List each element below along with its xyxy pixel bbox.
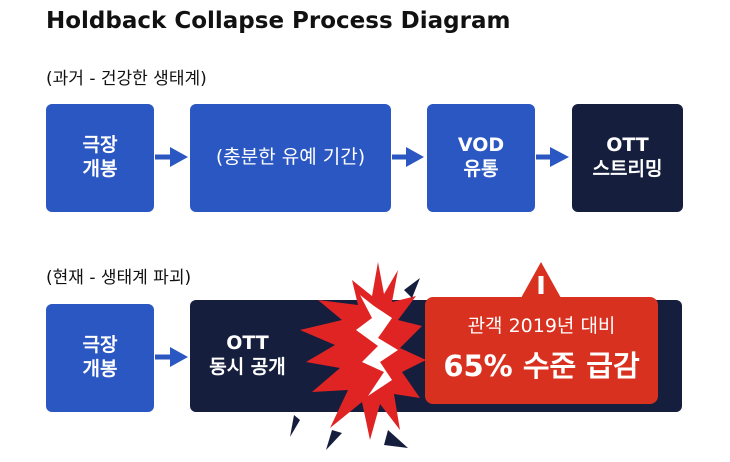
present-theater-release-box: 극장 개봉 [46,304,154,412]
arrow-right-icon [155,347,188,367]
past-ott-box: OTT 스트리밍 [572,104,683,212]
arrow-right-icon [536,147,569,167]
alert-decline-value: 65% 수준 급감 [443,349,640,383]
crack-burst-icon [290,262,426,450]
diagram-title: Holdback Collapse Process Diagram [46,8,511,34]
past-section-label: (과거 - 건강한 생태계) [46,69,207,89]
audience-decline-alert: 관객 2019년 대비 65% 수준 급감 [425,297,658,404]
present-ott-simultaneous-label: OTT 동시 공개 [209,332,286,378]
past-vod-box: VOD 유통 [427,104,535,212]
alert-comparison-text: 관객 2019년 대비 [467,315,616,337]
arrow-right-icon [392,147,424,167]
past-holdback-period-box: (충분한 유예 기간) [190,104,391,212]
past-theater-release-box: 극장 개봉 [46,104,154,212]
arrow-right-icon [155,147,188,167]
present-section-label: (현재 - 생태계 파괴) [46,268,192,288]
